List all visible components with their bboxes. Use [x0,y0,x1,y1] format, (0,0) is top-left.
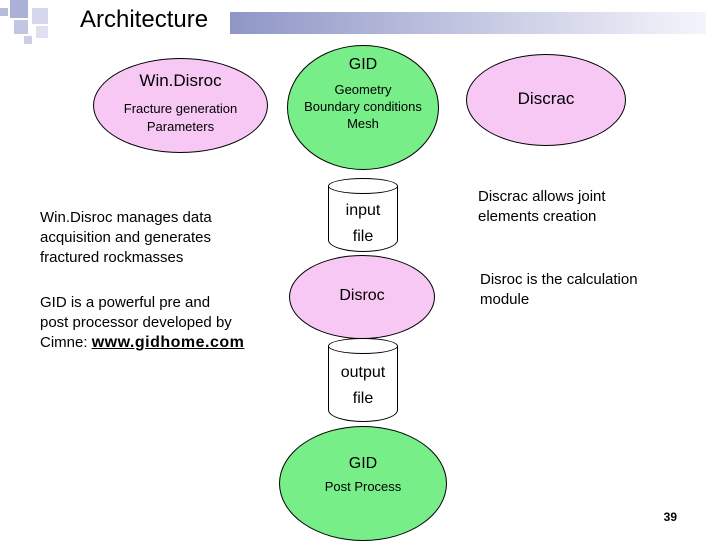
gid-top-node: GID Geometry Boundary conditions Mesh [287,45,439,170]
page-number: 39 [663,510,677,524]
disroc-note-line2: module [480,291,530,308]
gid-note-line2: post processor developed by [40,314,232,331]
gid-note-line3: Cimne: www.gidhome.com [40,333,244,353]
input-file-line1: input [345,202,381,219]
gid-note-line1: GID is a powerful pre and [40,294,211,311]
output-file-line2: file [352,390,374,407]
windisroc-note-line2: acquisition and generates [40,229,211,246]
gid-note: GID is a powerful pre and post processor… [40,293,244,353]
title-bar [230,12,706,34]
gidhome-link[interactable]: www.gidhome.com [91,334,245,351]
gid-top-line3: Mesh [347,116,379,131]
output-file-line1: output [340,364,386,381]
windisroc-note-line3: fractured rockmasses [40,249,184,266]
windisroc-title: Win.Disroc [139,71,222,90]
gid-bottom-node: GID Post Process [279,426,447,541]
input-file-cylinder: input file [328,178,398,253]
windisroc-note: Win.Disroc manages data acquisition and … [40,208,212,268]
disroc-note-line1: Disroc is the calculation [480,271,638,288]
gid-bottom-line1: Post Process [324,479,402,494]
gid-note-prefix: Cimne: [40,334,92,351]
squares-logo-icon [0,0,60,48]
windisroc-line1: Fracture generation [123,101,238,116]
windisroc-line2: Parameters [146,119,215,134]
output-file-cylinder: output file [328,338,398,423]
disroc-node: Disroc [289,255,435,339]
page-title: Architecture [80,6,209,33]
discrac-note-line2: elements creation [478,208,597,225]
discrac-note-line1: Discrac allows joint [478,188,606,205]
windisroc-note-line1: Win.Disroc manages data [40,209,212,226]
discrac-node: Discrac [466,54,626,146]
discrac-note: Discrac allows joint elements creation [478,187,606,227]
gid-bottom-title: GID [348,455,378,472]
disroc-note: Disroc is the calculation module [480,270,638,310]
disroc-title: Disroc [339,287,385,304]
windisroc-node: Win.Disroc Fracture generation Parameter… [93,58,268,153]
gid-top-title: GID [348,56,378,73]
gid-top-line2: Boundary conditions [304,99,422,114]
input-file-line2: file [352,228,374,245]
gid-top-line1: Geometry [334,82,392,97]
discrac-title: Discrac [517,89,575,108]
